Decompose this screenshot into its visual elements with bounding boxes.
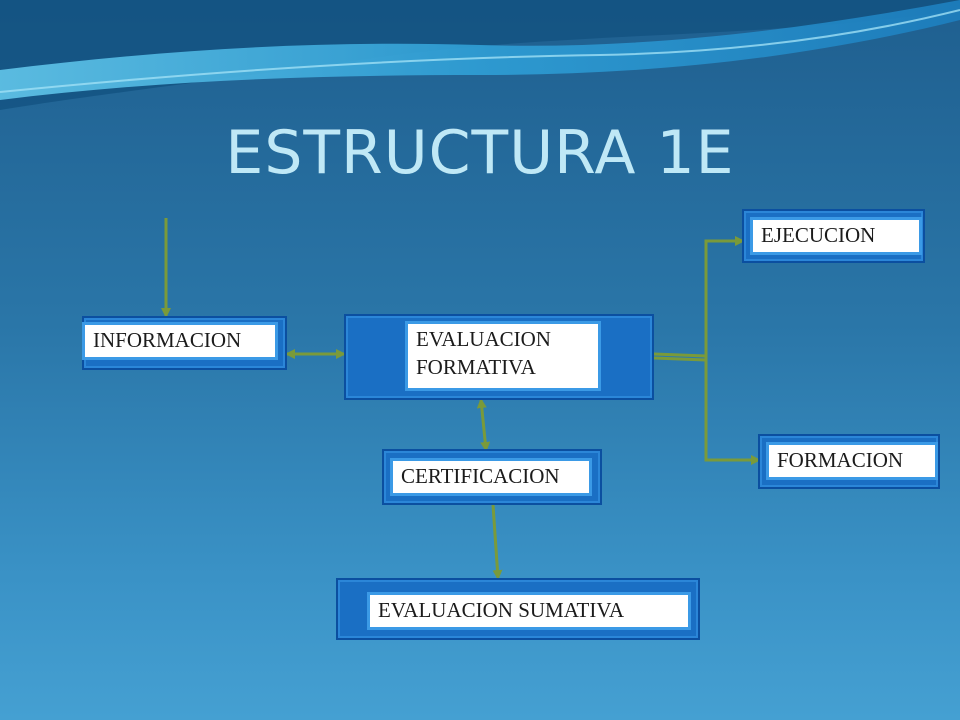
connector-stub-formativa-2 — [653, 356, 707, 362]
formacion-label: FORMACION — [766, 442, 938, 480]
arrow-to-ejecucion — [704, 236, 745, 358]
informacion-label: INFORMACION — [82, 322, 278, 360]
certificacion-label: CERTIFICACION — [390, 458, 592, 496]
ejecucion-label: EJECUCION — [750, 217, 922, 255]
arrow-formativa-certificacion — [476, 398, 491, 452]
evaluacion-formativa-label: EVALUACION FORMATIVA — [405, 321, 601, 391]
evaluacion-formativa-line-2: FORMATIVA — [416, 355, 536, 380]
page-title: ESTRUCTURA 1E — [225, 118, 735, 188]
evaluacion-formativa-line-1: EVALUACION — [416, 327, 551, 351]
arrow-to-formacion — [704, 358, 761, 465]
arrow-certificacion-sumativa — [491, 504, 503, 580]
header-swoosh-decoration — [0, 0, 960, 110]
evaluacion-sumativa-label: EVALUACION SUMATIVA — [367, 592, 691, 630]
connector-stub-formativa-1 — [653, 352, 707, 358]
